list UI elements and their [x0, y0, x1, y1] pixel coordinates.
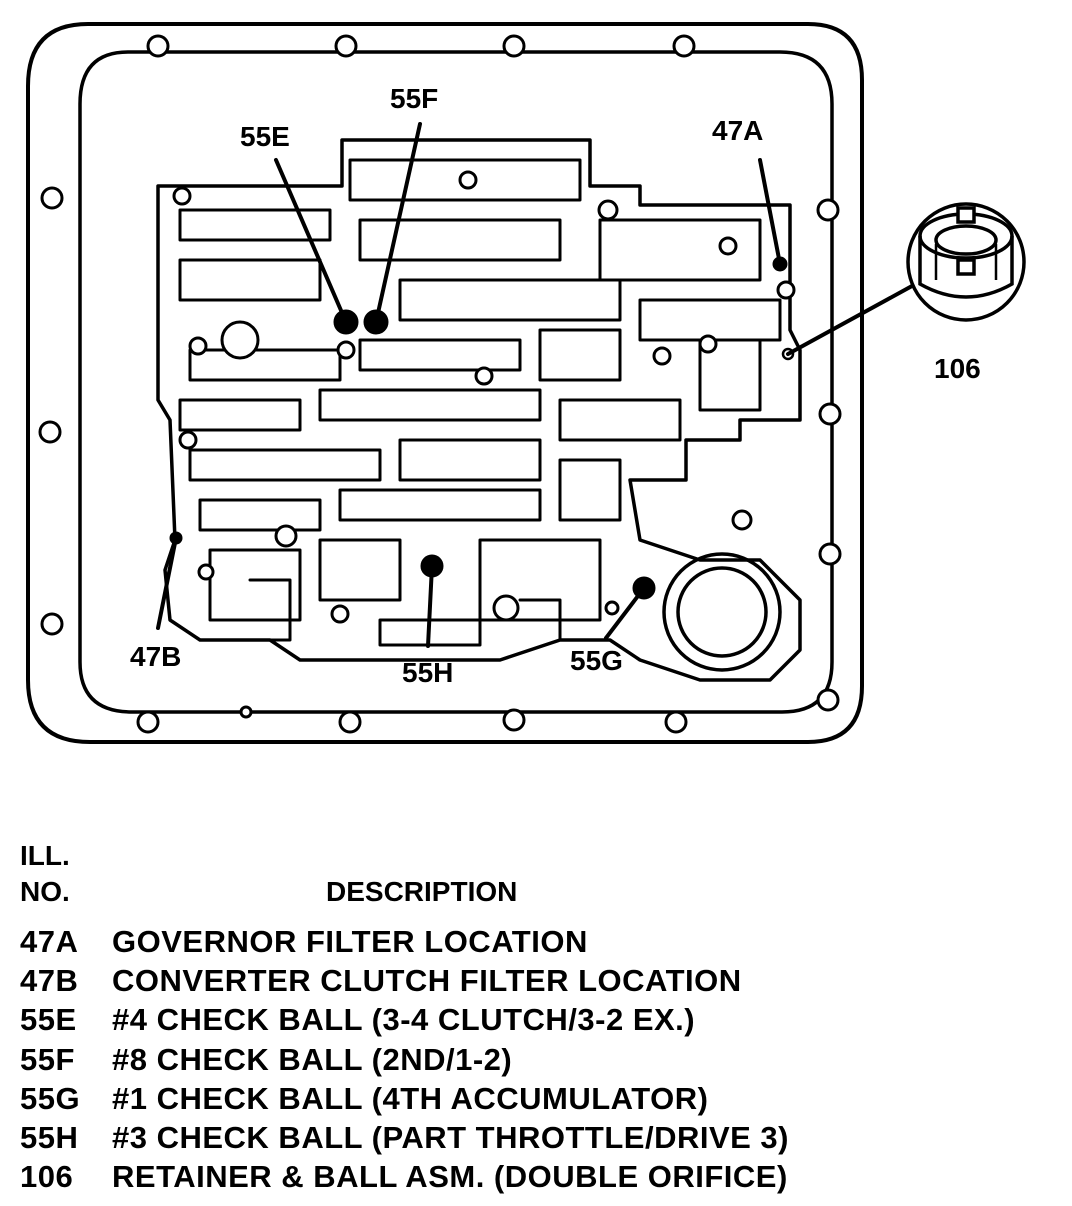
gasket-outline — [26, 22, 864, 744]
valve-body-plate — [156, 138, 802, 682]
legend-description: #1 CHECK BALL (4TH ACCUMULATOR) — [112, 1080, 709, 1116]
legend-code: 55G — [20, 1080, 81, 1116]
passage-ports — [172, 170, 796, 624]
legend-description: #4 CHECK BALL (3-4 CLUTCH/3-2 EX.) — [112, 1002, 696, 1038]
leader-lines — [156, 122, 914, 648]
legend-description: #3 CHECK BALL (PART THROTTLE/DRIVE 3) — [112, 1119, 789, 1155]
legend-description: GOVERNOR FILTER LOCATION — [112, 924, 588, 959]
legend-code: 55F — [20, 1041, 75, 1077]
legend-code: 55H — [20, 1119, 79, 1155]
legend-header-ill: ILL. — [20, 840, 70, 871]
legend-code: 106 — [20, 1159, 74, 1195]
callout-55f: 55F — [390, 83, 438, 114]
callout-55g: 55G — [570, 645, 623, 676]
callout-55e: 55E — [240, 121, 290, 152]
accumulator-bore — [662, 552, 782, 672]
legend-header: ILL. NO. DESCRIPTION — [20, 838, 1060, 910]
legend-description: CONVERTER CLUTCH FILTER LOCATION — [112, 963, 742, 999]
legend-code: 55E — [20, 1002, 77, 1038]
valve-body-diagram: 55F 55E 47A 106 47B 55H 55G — [26, 22, 1026, 744]
legend: ILL. NO. DESCRIPTION 47A GOVERNOR FILTER… — [20, 838, 1060, 1194]
legend-header-description: DESCRIPTION — [326, 876, 518, 907]
callout-55h: 55H — [402, 657, 453, 688]
retainer-ball-assembly-106 — [906, 202, 1026, 322]
fluid-channels — [178, 158, 782, 647]
callout-47a: 47A — [712, 115, 763, 146]
callout-47b: 47B — [130, 641, 181, 672]
legend-description: #8 CHECK BALL (2ND/1-2) — [112, 1041, 513, 1077]
legend-code: 47B — [20, 963, 79, 999]
legend-header-no: NO. — [20, 876, 70, 907]
bolt-holes — [38, 34, 842, 734]
legend-description: RETAINER & BALL ASM. (DOUBLE ORIFICE) — [112, 1159, 788, 1195]
legend-code: 47A — [20, 924, 79, 959]
callout-106: 106 — [934, 353, 981, 384]
